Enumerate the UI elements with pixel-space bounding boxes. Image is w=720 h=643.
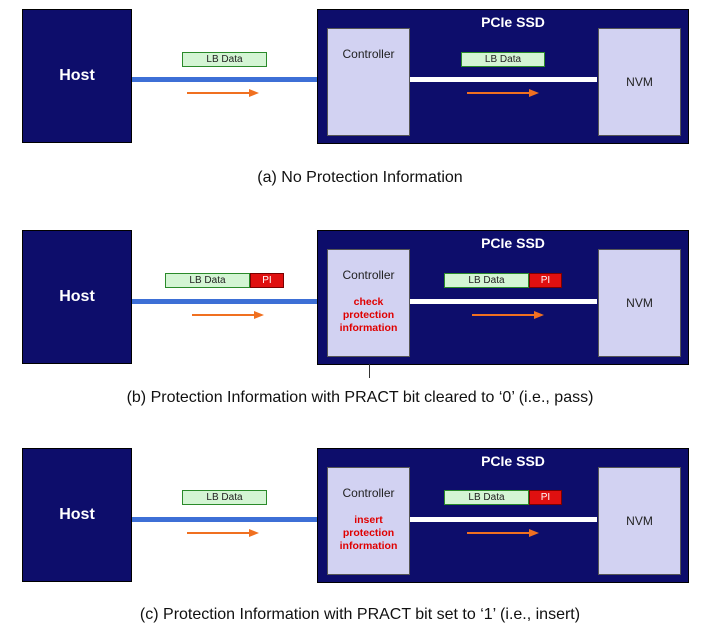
host-arrow-icon [187,89,259,97]
nvm-box: NVM [598,467,681,575]
controller-box: Controller [327,28,410,136]
lb-data-block: LB Data [165,273,250,288]
nvm-label: NVM [626,75,653,89]
controller-note: check protection information [339,296,398,334]
ssd-arrow-icon [472,311,544,319]
host-packet: LB Data PI [165,273,284,288]
caption: (c) Protection Information with PRACT bi… [139,606,581,623]
host-box: Host [22,230,132,364]
host-packet: LB Data [182,52,267,67]
ssd-arrow-icon [467,529,539,537]
diagram-a: Host LB Data PCIe SSD Controller NVM LB … [0,0,720,190]
host-label: Host [59,67,95,84]
ssd-title: PCIe SSD [481,453,545,469]
host-label: Host [59,288,95,305]
pi-block: PI [529,273,562,288]
diagram-c: Host LB Data PCIe SSD Controller insert … [0,438,720,628]
host-arrow-icon [192,311,264,319]
controller-label: Controller [342,47,395,61]
host-link [132,517,318,522]
host-box: Host [22,9,132,143]
lb-data-block: LB Data [182,52,267,67]
ssd-title: PCIe SSD [481,235,545,251]
ssd-title: PCIe SSD [481,14,545,30]
caption: (b) Protection Information with PRACT bi… [126,389,594,406]
ssd-box: PCIe SSD Controller insert protection in… [317,448,689,583]
ssd-link [410,517,597,522]
ssd-box: PCIe SSD Controller NVM [317,9,689,144]
lb-data-block: LB Data [444,273,529,288]
nvm-box: NVM [598,28,681,136]
controller-note: insert protection information [339,514,398,552]
pi-block: PI [250,273,284,288]
pi-block: PI [529,490,562,505]
controller-label: Controller [342,486,395,500]
host-arrow-icon [187,529,259,537]
nvm-box: NVM [598,249,681,357]
host-link [132,77,318,82]
lb-data-block: LB Data [182,490,267,505]
controller-box: Controller insert protection information [327,467,410,575]
ssd-packet: LB Data PI [444,273,562,288]
divider-tick [369,364,370,378]
host-packet: LB Data [182,490,267,505]
ssd-link [410,77,597,82]
nvm-label: NVM [626,514,653,528]
controller-box: Controller check protection information [327,249,410,357]
ssd-packet: LB Data PI [444,490,562,505]
ssd-box: PCIe SSD Controller check protection inf… [317,230,689,365]
lb-data-block: LB Data [461,52,545,67]
host-box: Host [22,448,132,582]
ssd-link [410,299,597,304]
ssd-arrow-icon [467,89,539,97]
ssd-packet: LB Data [461,52,545,67]
caption: (a) No Protection Information [257,169,463,186]
host-label: Host [59,506,95,523]
diagram-b: Host LB Data PI PCIe SSD Controller chec… [0,220,720,410]
host-link [132,299,318,304]
nvm-label: NVM [626,296,653,310]
lb-data-block: LB Data [444,490,529,505]
controller-label: Controller [342,268,395,282]
